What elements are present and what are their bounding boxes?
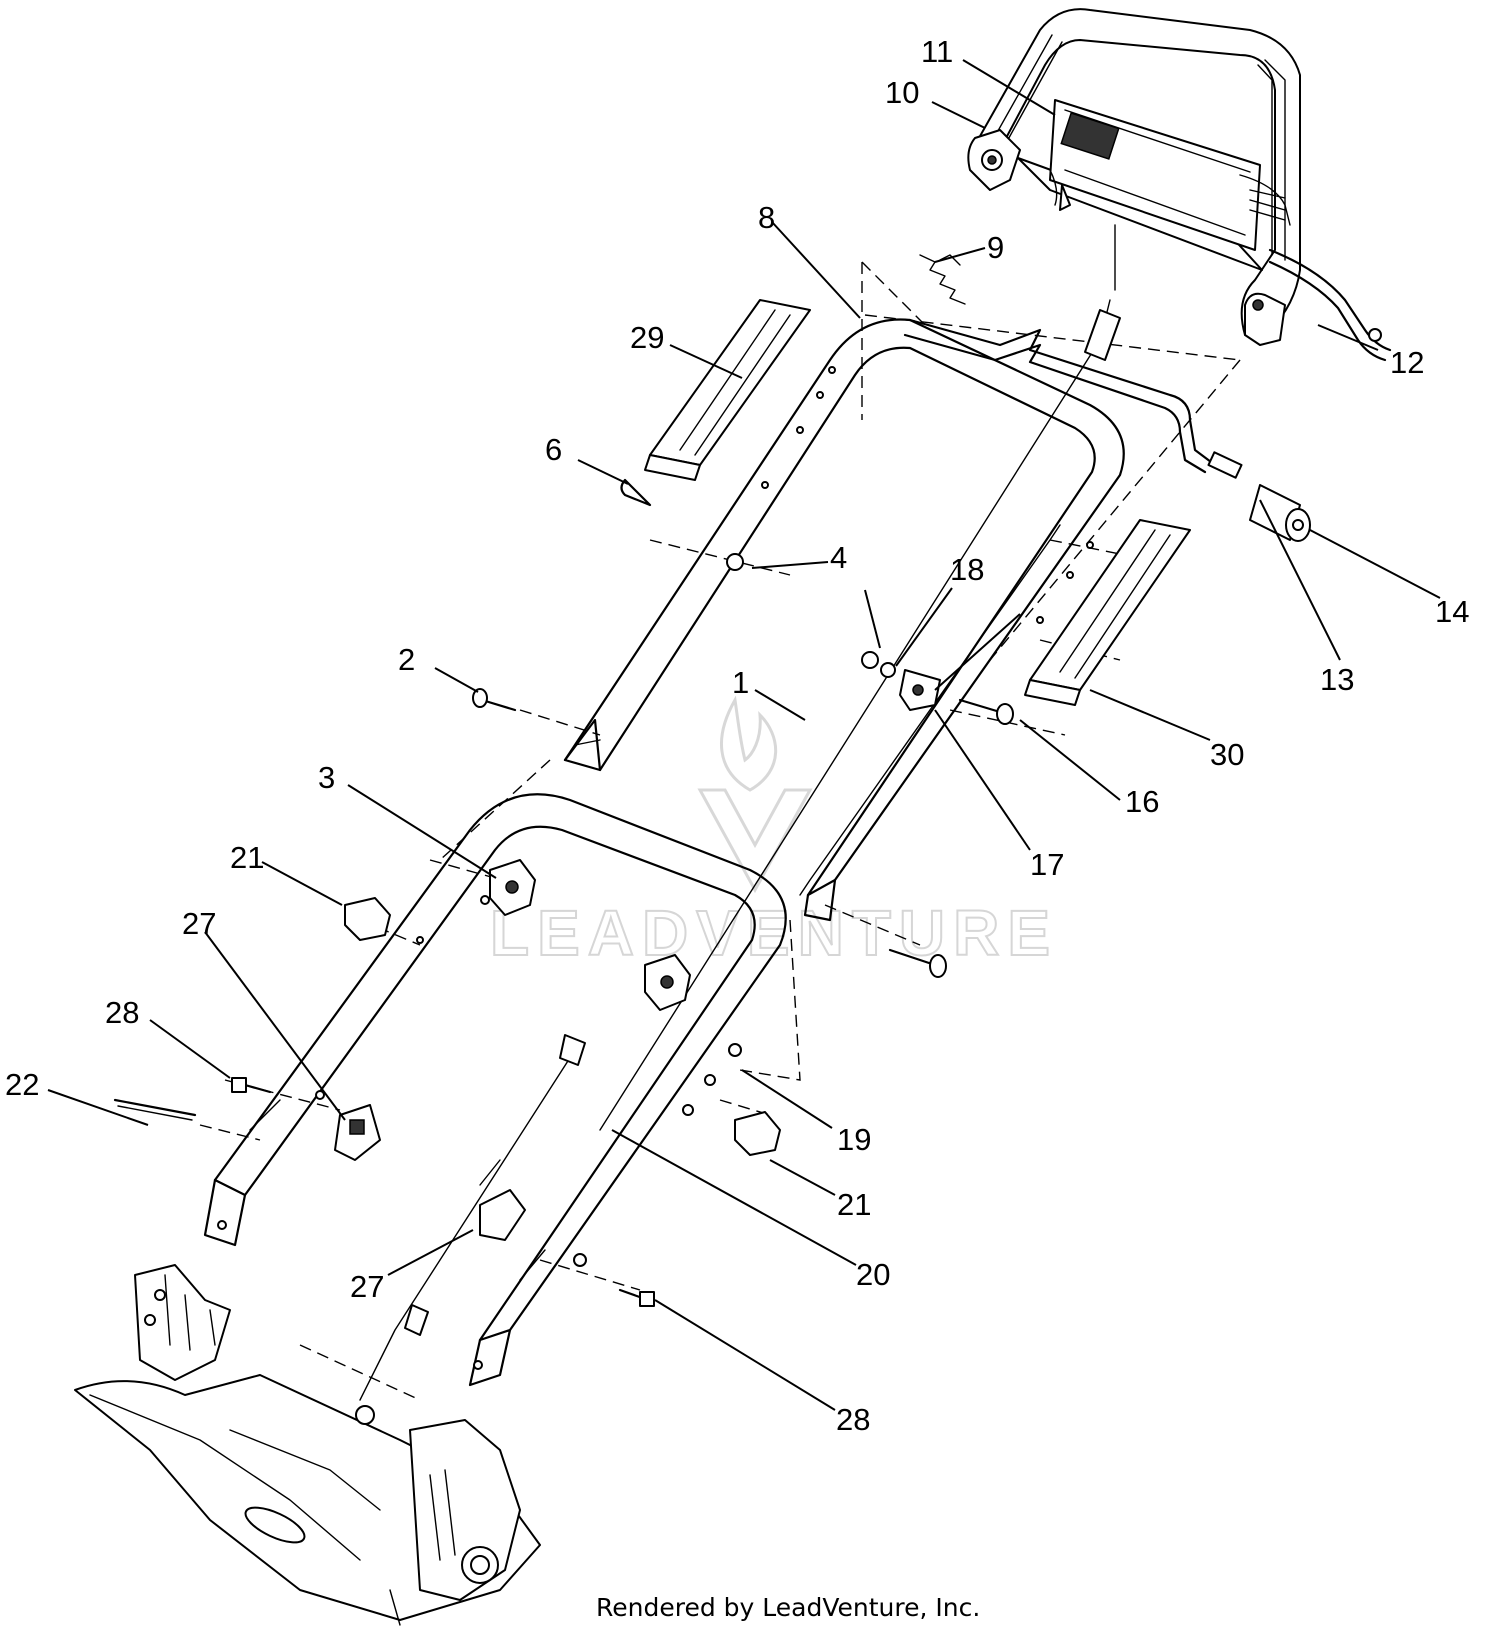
callout-13: 13 — [1320, 662, 1354, 697]
callout-21-upper: 21 — [230, 840, 264, 875]
middle-handle — [563, 254, 1311, 1131]
callout-17: 17 — [1030, 847, 1064, 882]
callout-1: 1 — [732, 665, 749, 700]
callout-labels: 11 10 12 8 9 29 6 4 18 14 13 2 1 30 16 1… — [5, 34, 1469, 1437]
callout-11: 11 — [921, 34, 953, 69]
callout-10: 10 — [885, 75, 919, 110]
leader-lines — [47, 59, 1441, 1411]
callout-6: 6 — [545, 432, 562, 467]
watermark-flame-icon — [720, 695, 778, 792]
callout-21-lower: 21 — [837, 1187, 871, 1222]
upper-handle-assembly — [967, 8, 1392, 362]
hardware-upper — [472, 478, 1014, 725]
credit-text: Rendered by LeadVenture, Inc. — [596, 1593, 980, 1622]
mower-deck — [74, 1264, 541, 1626]
callout-14: 14 — [1435, 594, 1469, 629]
callout-30: 30 — [1210, 737, 1244, 772]
lower-handle — [203, 793, 787, 1401]
callout-22: 22 — [5, 1067, 39, 1102]
callout-27-lower: 27 — [350, 1269, 384, 1304]
callout-4-upper: 4 — [830, 540, 847, 575]
callout-18: 18 — [950, 552, 984, 587]
callout-12: 12 — [1390, 345, 1424, 380]
callout-19: 19 — [837, 1122, 871, 1157]
callout-29: 29 — [630, 320, 664, 355]
knobs-and-clips — [113, 859, 947, 1307]
callout-16: 16 — [1125, 784, 1159, 819]
callout-20: 20 — [856, 1257, 890, 1292]
callout-2: 2 — [398, 642, 415, 677]
callout-28-upper: 28 — [105, 995, 139, 1030]
callout-27-upper: 27 — [182, 906, 216, 941]
watermark-text: LEADVENTURE — [490, 897, 1058, 969]
callout-3: 3 — [318, 760, 335, 795]
watermark-v-icon — [697, 788, 813, 894]
callout-8: 8 — [758, 200, 775, 235]
callout-9: 9 — [987, 230, 1004, 265]
callout-28-lower: 28 — [836, 1402, 870, 1437]
cable-clamps — [644, 299, 1191, 706]
